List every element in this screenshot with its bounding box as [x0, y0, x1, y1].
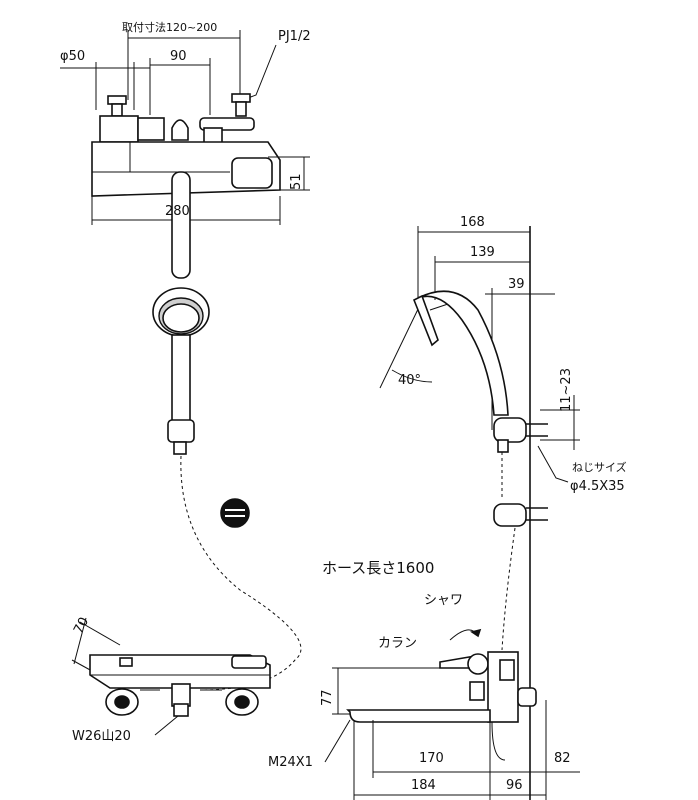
- hose-path: [180, 455, 302, 691]
- phi50-label: φ50: [60, 49, 86, 64]
- w26-thread-label: W26山20: [72, 729, 131, 744]
- dim-90-label: 90: [170, 49, 187, 64]
- mixer-side-view: [324, 628, 580, 800]
- dim-139-label: 139: [470, 245, 495, 260]
- faucet-front-view: [60, 30, 310, 528]
- dim-170-label: 170: [418, 751, 445, 766]
- m24-thread-label: M24X1: [268, 755, 313, 770]
- shower-label: シャワ: [424, 593, 464, 608]
- screw-size-label: φ4.5X35: [570, 479, 625, 494]
- dim-96-label: 96: [505, 778, 524, 793]
- dim-184-label: 184: [410, 778, 437, 793]
- screw-title-label: ねじサイズ: [572, 461, 627, 474]
- pj-thread-label: PJ1/2: [278, 29, 311, 44]
- mount-range-label: 取付寸法120~200: [122, 21, 218, 34]
- angle-40-label: 40°: [398, 373, 422, 388]
- dim-168-label: 168: [460, 215, 485, 230]
- mixer-iso-view: [71, 617, 271, 736]
- spout-label: カラン: [378, 636, 418, 651]
- dim-280-label: 280: [165, 204, 190, 219]
- dim-11-23-label: 11~23: [559, 368, 574, 412]
- dim-77-label: 77: [320, 689, 335, 706]
- dim-39-label: 39: [508, 277, 525, 292]
- dim-82-label: 82: [553, 751, 572, 766]
- shower-side-view: [379, 226, 580, 800]
- dim-51-label: 51: [289, 173, 304, 190]
- hose-length-label: ホース長さ1600: [322, 559, 435, 577]
